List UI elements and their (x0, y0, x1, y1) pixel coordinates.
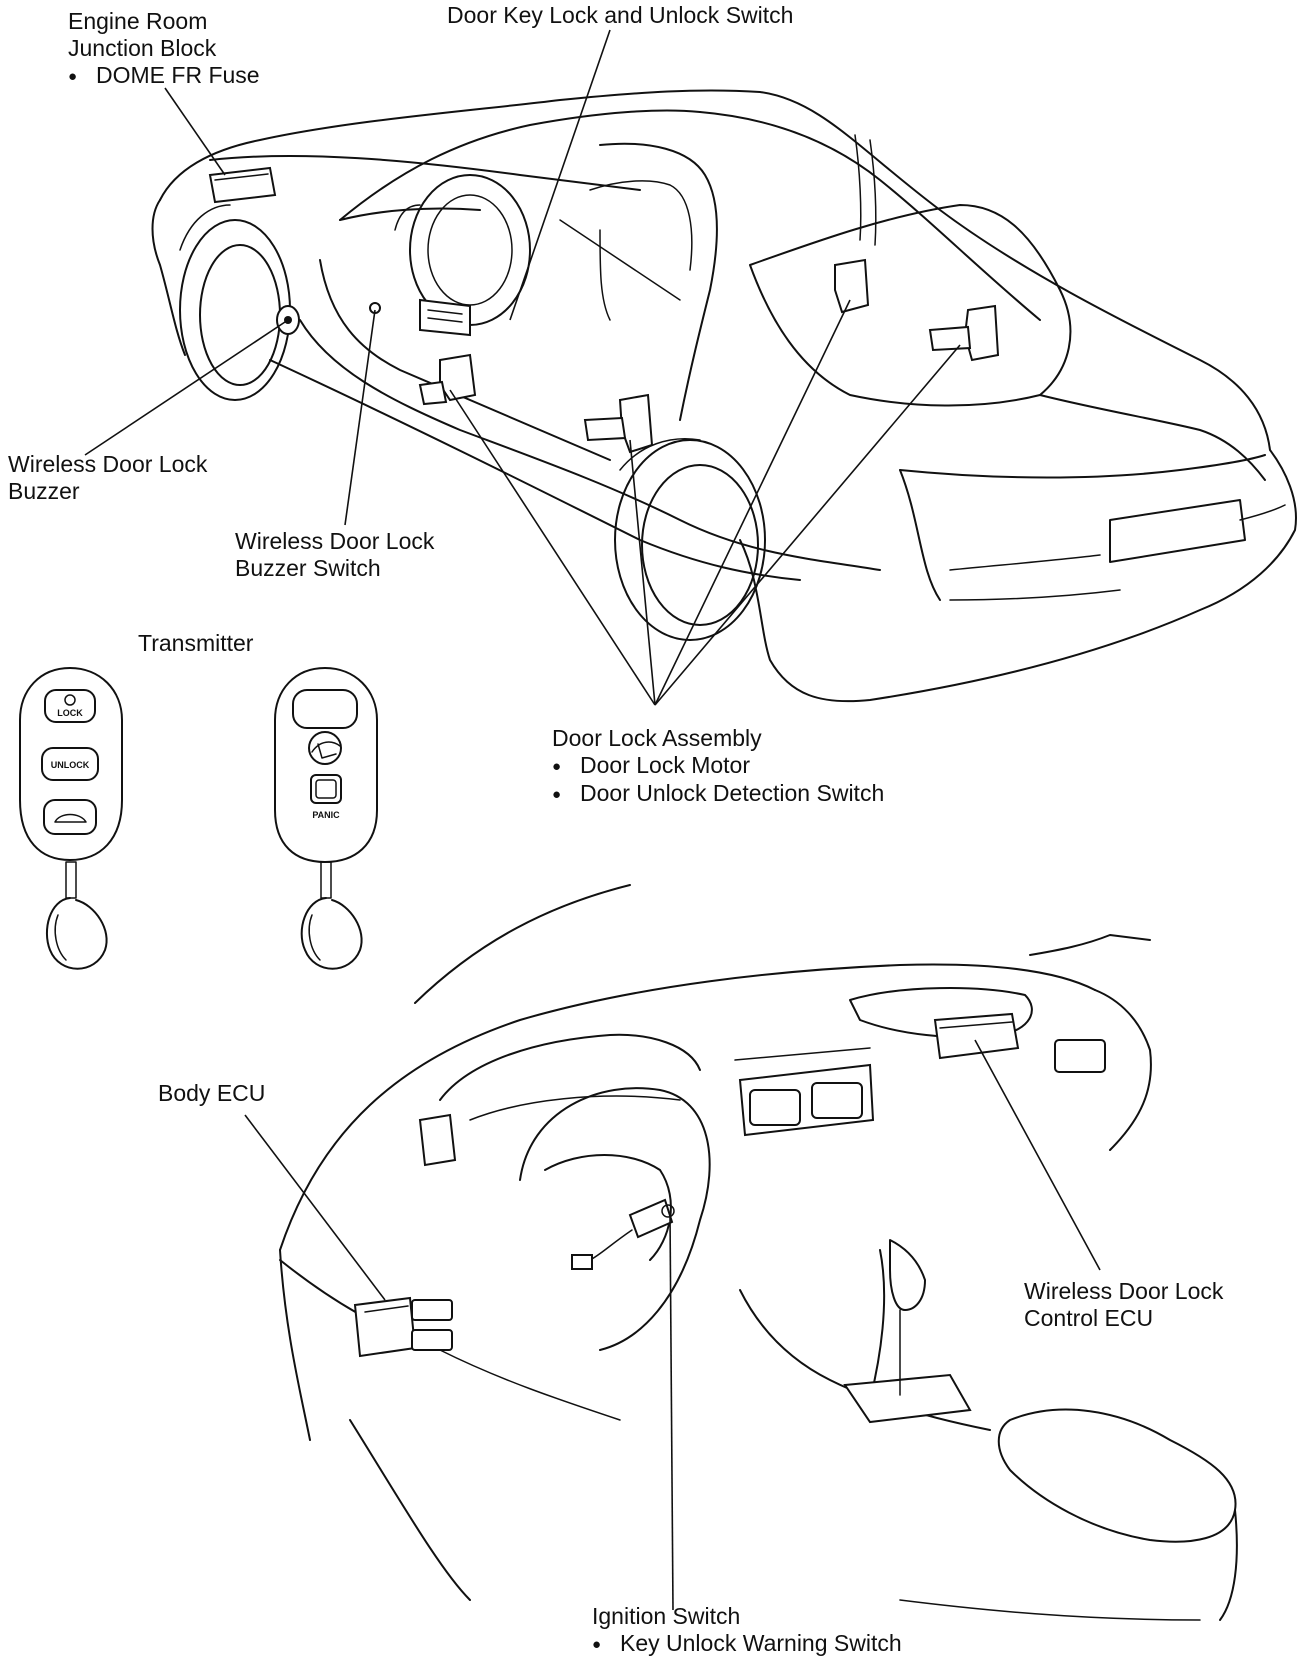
body-ecu-label: Body ECU (158, 1080, 266, 1106)
buzzer-switch-label: Wireless Door Lock Buzzer Switch (235, 528, 434, 582)
control-ecu-line2: Control ECU (1024, 1305, 1154, 1331)
transmitter-right: PANIC (274, 666, 378, 970)
transmitter-label: Transmitter (138, 630, 254, 656)
door-key-switch-label: Door Key Lock and Unlock Switch (447, 2, 794, 28)
ignition-line1: Ignition Switch (592, 1603, 741, 1629)
buzzer-switch-line1: Wireless Door Lock (235, 528, 435, 554)
ignition-switch-label: Ignition Switch Key Unlock Warning Switc… (592, 1603, 902, 1658)
engine-room-line2: Junction Block (68, 35, 217, 61)
door-lock-assembly-line1: Door Lock Assembly (552, 725, 762, 751)
key-unlock-warning-item: Key Unlock Warning Switch (592, 1630, 902, 1658)
buzzer-switch-line2: Buzzer Switch (235, 555, 381, 581)
transmitter-left: LOCK UNLOCK (19, 666, 123, 970)
dashboard-drawing (244, 884, 1238, 1621)
lock-button-label: LOCK (57, 708, 83, 718)
door-lock-motor-item: Door Lock Motor (552, 752, 884, 780)
car-drawing (84, 29, 1297, 706)
control-ecu-label: Wireless Door Lock Control ECU (1024, 1278, 1223, 1332)
unlock-button-label: UNLOCK (51, 760, 90, 770)
wireless-buzzer-line2: Buzzer (8, 478, 80, 504)
door-unlock-detection-item: Door Unlock Detection Switch (552, 780, 884, 808)
panic-button-label: PANIC (312, 810, 340, 820)
wireless-buzzer-line1: Wireless Door Lock (8, 451, 208, 477)
control-ecu-line1: Wireless Door Lock (1024, 1278, 1224, 1304)
engine-room-junction-block-label: Engine Room Junction Block DOME FR Fuse (68, 8, 260, 90)
engine-room-line1: Engine Room (68, 8, 208, 34)
dome-fr-fuse-item: DOME FR Fuse (68, 62, 260, 90)
wireless-buzzer-label: Wireless Door Lock Buzzer (8, 451, 207, 505)
door-lock-assembly-label: Door Lock Assembly Door Lock Motor Door … (552, 725, 884, 808)
